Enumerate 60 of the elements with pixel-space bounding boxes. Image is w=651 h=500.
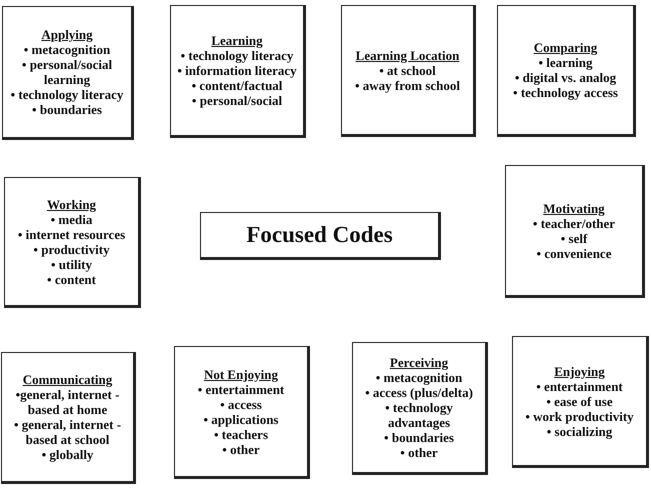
code-box: [341, 5, 476, 137]
code-heading: Applying: [41, 27, 93, 42]
code-heading: Comparing: [534, 40, 598, 55]
list-item: • personal/social learning: [20, 57, 114, 87]
list-item: • technology literacy: [180, 48, 294, 63]
code-box: [2, 6, 134, 140]
list-item: • work productivity: [525, 408, 634, 424]
list-item: • globally: [42, 447, 94, 462]
list-item: • convenience: [536, 246, 612, 260]
code-box: [497, 5, 636, 137]
code-heading: Enjoying: [554, 364, 605, 378]
list-item: • teacher/other: [532, 216, 616, 230]
code-box: [4, 177, 141, 308]
list-item: • at school: [379, 62, 436, 78]
list-item: • technology access: [513, 85, 618, 100]
code-heading: Learning: [211, 33, 263, 48]
code-box: [512, 336, 649, 468]
list-item: • information literacy: [177, 63, 297, 78]
list-item: • personal/social: [192, 93, 282, 108]
list-item: • boundaries: [32, 102, 102, 117]
list-item: • content: [47, 272, 96, 286]
code-box: [1, 352, 136, 484]
list-item: • other: [222, 442, 260, 456]
list-item: • metacognition: [24, 42, 110, 57]
central-box: [200, 212, 441, 260]
code-box: [170, 5, 306, 138]
central-title: Focused Codes: [246, 221, 393, 249]
code-heading: Communicating: [22, 372, 112, 387]
list-item: • entertainment: [536, 378, 623, 394]
list-item: • media: [50, 212, 92, 226]
list-item: • technology advantages: [384, 400, 454, 430]
code-box: [505, 165, 645, 298]
list-item: • productivity: [33, 242, 110, 256]
list-item: • learning: [538, 55, 593, 70]
list-item: • technology literacy: [10, 87, 124, 102]
list-item: • socializing: [546, 424, 612, 438]
list-item: • access (plus/delta): [365, 385, 473, 400]
list-item: • teachers: [214, 426, 268, 442]
list-item: • away from school: [354, 78, 460, 92]
list-item: • boundaries: [384, 430, 454, 445]
list-item: • content/factual: [192, 78, 282, 93]
list-item: • ease of use: [546, 394, 613, 408]
list-item: • internet resources: [18, 226, 126, 242]
list-item: • entertainment: [198, 382, 284, 396]
code-heading: Motivating: [543, 200, 605, 216]
code-heading: Perceiving: [390, 355, 448, 370]
list-item: • metacognition: [376, 370, 462, 385]
code-heading: Working: [46, 196, 96, 212]
list-item: •general, internet - based at home: [14, 387, 120, 417]
list-item: • digital vs. analog: [514, 70, 616, 85]
list-item: • self: [560, 230, 588, 246]
list-item: • applications: [204, 412, 278, 426]
code-heading: Learning Location: [356, 48, 460, 62]
list-item: • access: [220, 396, 262, 412]
list-item: • other: [400, 445, 438, 460]
list-item: • utility: [50, 256, 92, 272]
code-box: [174, 346, 310, 479]
code-heading: Not Enjoying: [204, 366, 278, 382]
code-box: [352, 342, 488, 475]
list-item: • general, internet - based at school: [12, 417, 122, 447]
